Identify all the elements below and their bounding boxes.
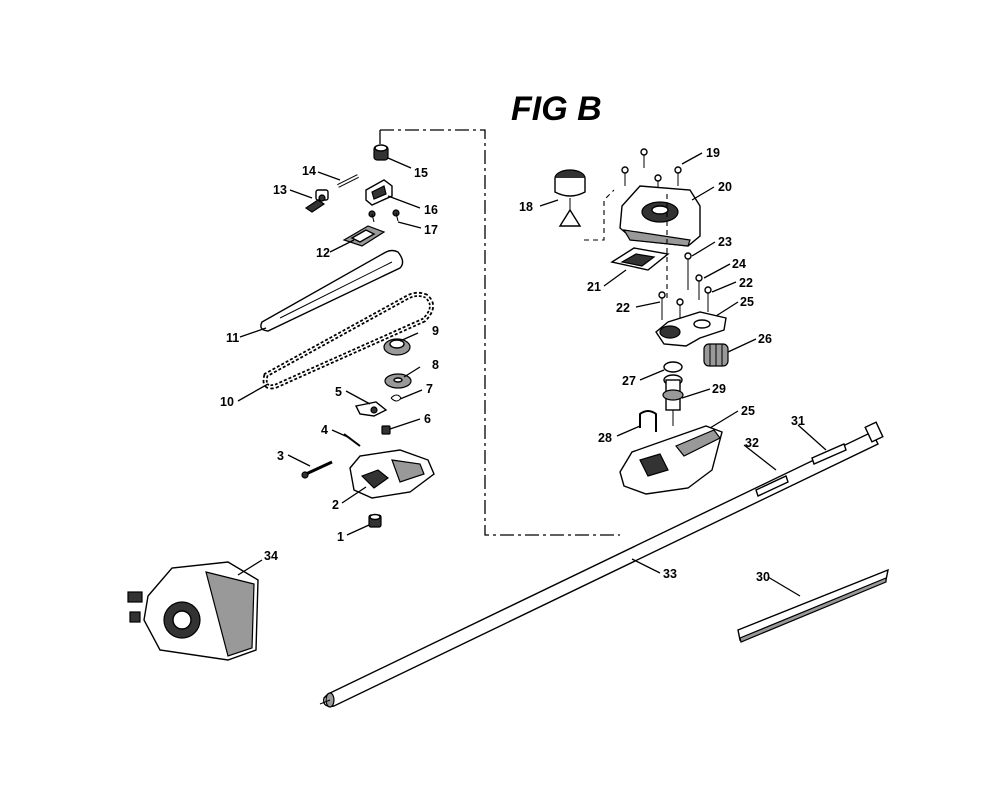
part-21-gasket [610,247,670,271]
callout-34: 34 [264,549,278,563]
callout-21: 21 [587,280,601,294]
part-3-bolt [301,460,333,479]
callout-20: 20 [718,180,732,194]
part-27-o-ring [663,361,683,373]
callout-33: 33 [663,567,677,581]
part-12-guide-plate [342,225,386,247]
part-32-label [755,475,789,497]
callout-8: 8 [432,358,439,372]
part-22-screws [658,286,712,322]
callout-11: 11 [226,331,239,345]
callout-29: 29 [712,382,726,396]
part-30-blade-scabbard [737,568,889,643]
part-2-gear-housing [349,449,435,499]
part-17-screws [368,209,400,223]
part-18-guide-line [584,189,615,241]
callout-30: 30 [756,570,770,584]
callout-25a: 25 [740,295,754,309]
callout-5: 5 [335,385,342,399]
part-24-screw [695,274,703,300]
part-11-guide-bar [260,249,404,332]
callout-10: 10 [220,395,234,409]
callout-27: 27 [622,374,636,388]
part-28-pin [639,410,657,432]
assembly-frame-line [380,129,620,536]
callout-25b: 25 [741,404,755,418]
callout-7: 7 [426,382,433,396]
figure-title: FIG B [511,90,602,128]
part-13-chain-adjuster [304,189,329,213]
callout-14: 14 [302,164,316,178]
part-16-bar-cover-plate [365,179,393,206]
part-8-washer [384,373,412,389]
part-34-power-head [127,561,259,661]
part-1-nut [368,513,382,528]
callout-28: 28 [598,431,612,445]
part-25-lower-housing [619,425,723,495]
part-15-nut [373,144,389,161]
callout-16: 16 [424,203,438,217]
part-10-saw-chain [262,291,434,390]
callout-3: 3 [277,449,284,463]
callout-17: 17 [424,223,438,237]
part-29-drive-shaft-gear [662,374,684,426]
callout-labels: 1 2 3 4 5 6 7 8 9 10 11 12 13 14 15 16 1… [220,146,805,584]
part-23-screw [684,252,692,290]
callout-22b: 22 [739,276,753,290]
callout-26: 26 [758,332,772,346]
callout-18: 18 [519,200,533,214]
part-7-clip [390,394,402,402]
callout-1: 1 [337,530,344,544]
callout-9: 9 [432,324,439,338]
part-9-sprocket [383,338,411,356]
part-5-plate [354,401,388,417]
callout-13: 13 [273,183,287,197]
part-26-bushing [703,343,729,367]
callout-22a: 22 [616,301,630,315]
part-6-nut [381,425,391,435]
callout-23: 23 [718,235,732,249]
part-33-drive-tube [319,421,884,708]
callout-31: 31 [791,414,805,428]
part-14-bolt [337,174,359,188]
callout-12: 12 [316,246,330,260]
part-18-oil-cap [554,169,586,227]
part-25-upper-housing [655,311,727,347]
callout-4: 4 [321,423,328,437]
callout-15: 15 [414,166,428,180]
callout-24: 24 [732,257,746,271]
part-19-screws [621,148,682,194]
callout-32: 32 [745,436,759,450]
part-20-gearcase-cover [619,185,701,247]
leader-lines [237,152,827,597]
part-31-label [811,443,847,465]
callout-2: 2 [332,498,339,512]
callout-6: 6 [424,412,431,426]
callout-19: 19 [706,146,720,160]
